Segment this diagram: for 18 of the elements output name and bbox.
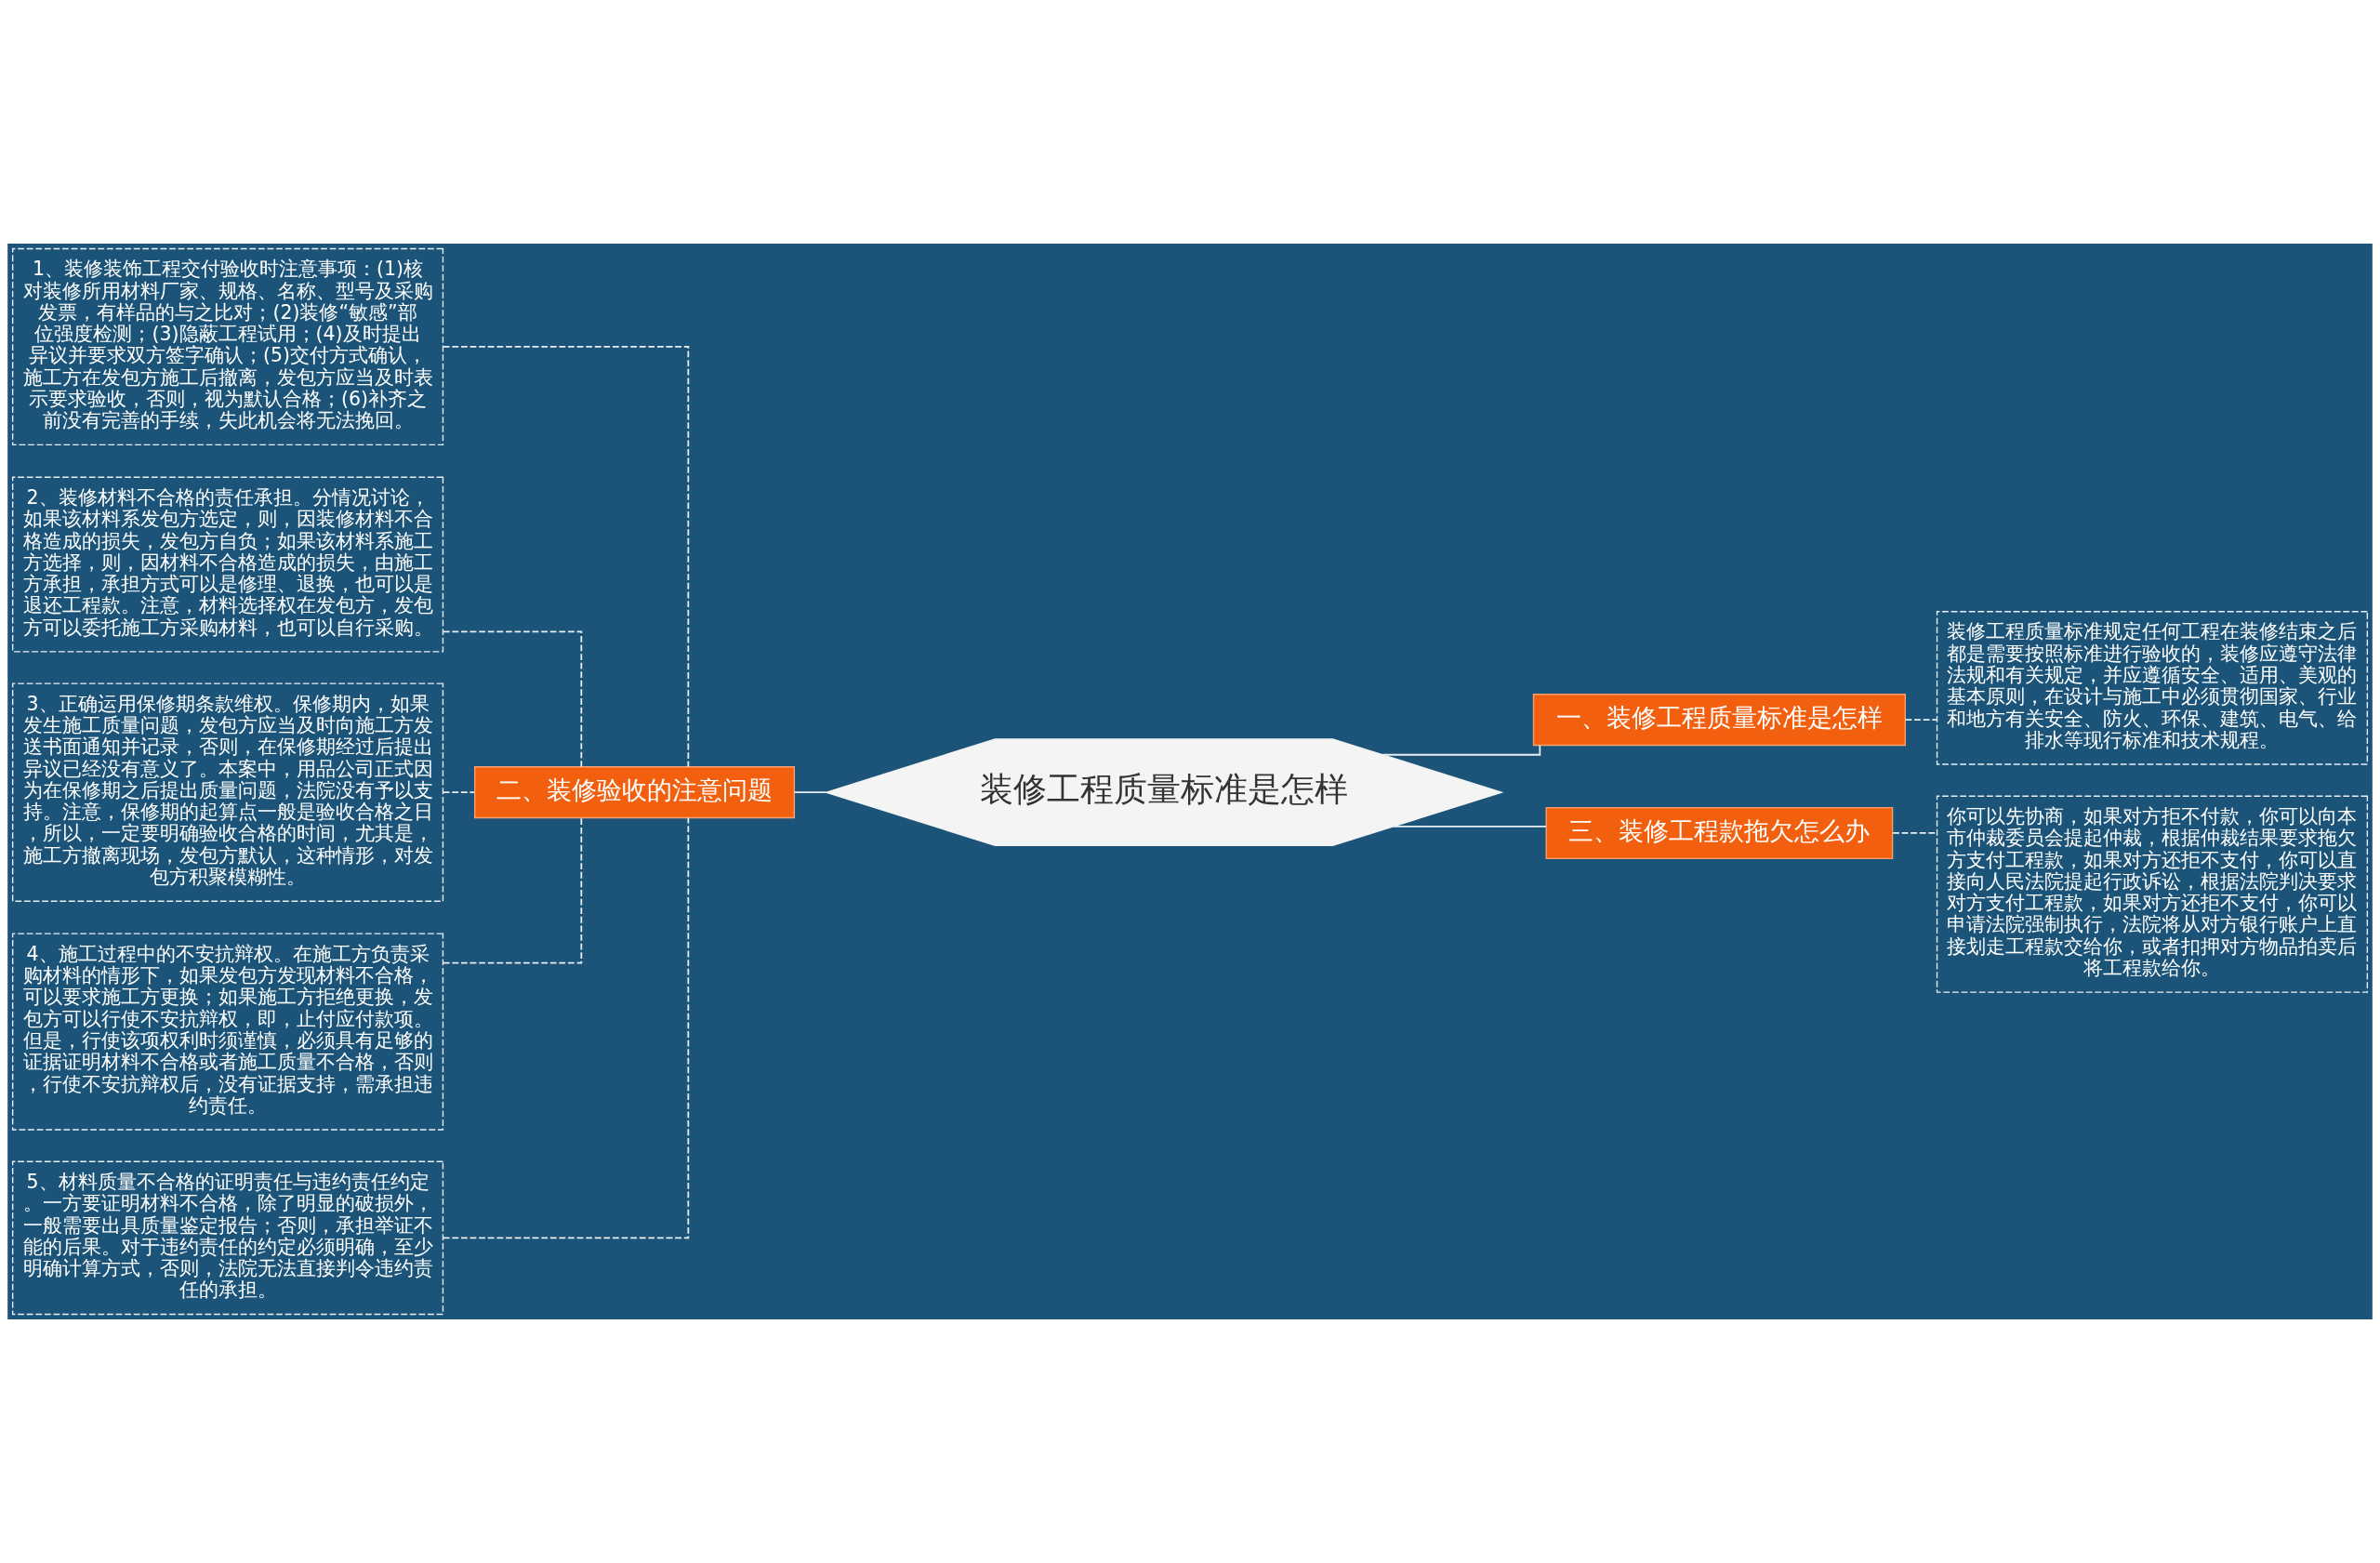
node-box: 4、施工过程中的不安抗辩权。在施工方负责采购材料的情形下，如果发包方发现材料不合格，可以要求施工方更换；如果施工方拒绝更换，发包方可以行使不安抗辩权，即，止付应付款项。但是，行使该项权利时须谨慎，必须具有足够的证据证明材料不合格或者施工质量不合格，否则，行使不安抗辩权后，没有证据支持，需承担违约责任。 (11, 933, 444, 1131)
connector (442, 816, 583, 964)
node-box: 5、材料质量不合格的证明责任与违约责任约定。一方要证明材料不合格，除了明显的破损外，一般需要出具质量鉴定报告；否则，承担举证不能的后果。对于违约责任的约定必须明确，至少明确计算方式，否则，法院无法直接判令违约责任的承担。 (11, 1160, 444, 1316)
connector (442, 816, 690, 1239)
node-box: 二、装修验收的注意问题 (474, 766, 796, 819)
node-box: 三、装修工程款拖欠怎么办 (1545, 806, 1894, 860)
connector (442, 346, 690, 768)
node-box: 你可以先协商，如果对方拒不付款，你可以向本市仲裁委员会提起仲裁，根据仲裁结果要求拖欠方支付工程款，如果对方还拒不支付，你可以直接向人民法院提起行政诉讼，根据法院判决要求对方支付工程款，如果对方还拒不支付，你可以申请法院强制执行，法院将从对方银行账户上直接划走工程款交给你，或者扣押对方物品拍卖后将工程款给你。 (1936, 795, 2369, 993)
node-box: 3、正确运用保修期条款维权。保修期内，如果发生施工质量问题，发包方应当及时向施工方发送书面通知并记录，否则，在保修期经过后提出异议已经没有意义了。本案中，用品公司正式因为在保修期之后提出质量问题，法院没有予以支持。注意，保修期的起算点一般是验收合格之日，所以，一定要明确验收合格的时间，尤其是，施工方撤离现场，发包方默认，这种情形，对发包方积聚模糊性。 (11, 682, 444, 902)
connector (442, 630, 583, 768)
connector (1904, 719, 1938, 721)
connector (793, 791, 827, 794)
node-box: 1、装修装饰工程交付验收时注意事项：(1)核对装修所用材料厂家、规格、名称、型号及采购发票，有样品的与之比对；(2)装修“敏感”部位强度检测；(3)隐蔽工程试用；(4)及时提出异议并要求双方签字确认；(5)交付方式确认，施工方在发包方施工后撤离，发包方应当及时表示要求验收，否则，视为默认合格；(6)补齐之前没有完善的手续，失此机会将无法挽回。 (11, 247, 444, 446)
node-box: 一、装修工程质量标准是怎样 (1532, 694, 1906, 747)
node-box: 2、装修材料不合格的责任承担。分情况讨论，如果该材料系发包方选定，则，因装修材料不合格造成的损失，发包方自负；如果该材料系施工方选择，则，因材料不合格造成的损失，由施工方承担，承担方式可以是修理、退换，也可以是退还工程款。注意，材料选择权在发包方，发包方可以委托施工方采购材料，也可以自行采购。 (11, 476, 444, 653)
connector (1392, 825, 1547, 828)
node-box: 装修工程质量标准规定任何工程在装修结束之后都是需要按照标准进行验收的，装修应遵守法律法规和有关规定，并应遵循安全、适用、美观的基本原则，在设计与施工中必须贯彻国家、行业和地方有关安全、防火、环保、建筑、电气、给排水等现行标准和技术规程。 (1936, 611, 2369, 765)
connector (442, 791, 476, 794)
